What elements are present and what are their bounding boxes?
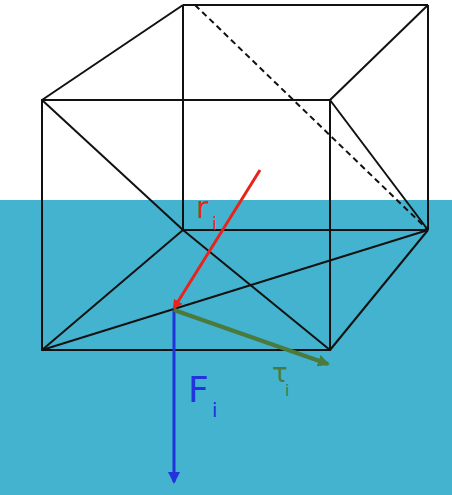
subscript: i [212,400,218,420]
water [0,200,452,495]
subscript: i [212,216,217,233]
cube-wireframe [42,5,428,350]
vector-symbol: r [196,193,208,223]
subscript: i [285,383,289,399]
position-vector [174,170,260,308]
vector-symbol: F [188,372,209,408]
torque-vector [174,310,328,364]
force-vector [173,310,176,482]
